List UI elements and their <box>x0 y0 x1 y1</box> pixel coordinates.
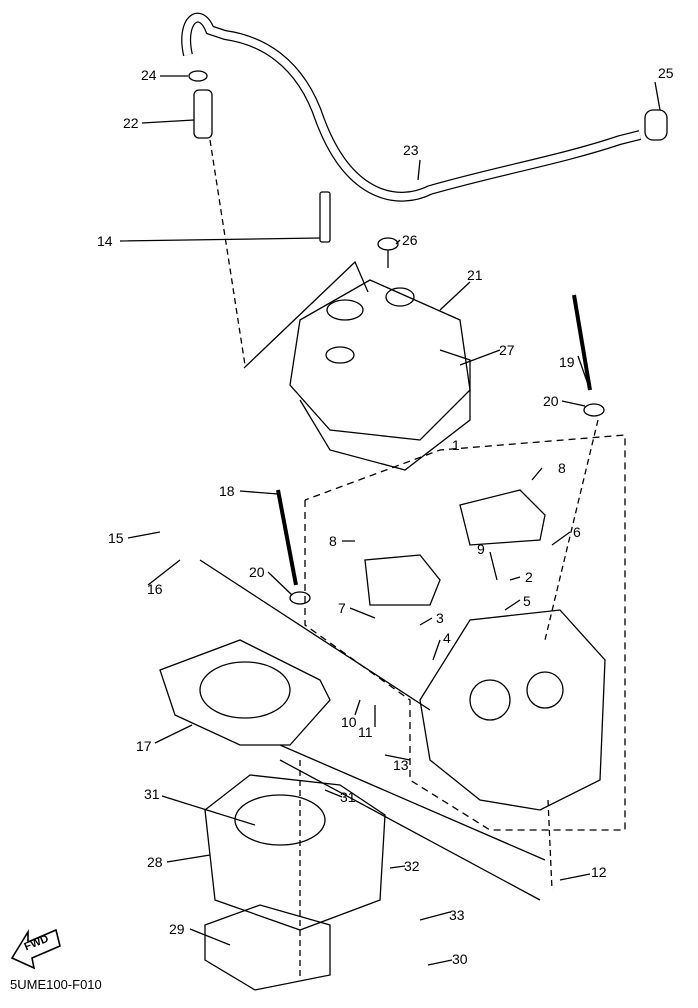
cylinder-head-gasket <box>159 639 331 746</box>
fwd-arrow-icon <box>10 928 61 970</box>
callout-1: 1 <box>452 437 460 453</box>
callout-20b: 20 <box>249 564 265 580</box>
callout-31b: 31 <box>340 789 356 805</box>
callout-5: 5 <box>523 593 531 609</box>
callout-10: 10 <box>341 714 357 730</box>
callout-8b: 8 <box>329 533 337 549</box>
callout-11: 11 <box>358 724 373 740</box>
callout-12: 12 <box>591 864 607 880</box>
diagram-code: 5UME100-F010 <box>10 977 102 992</box>
clip <box>188 70 208 82</box>
cylinder-head <box>419 609 606 811</box>
joint <box>193 89 213 139</box>
spark-plug <box>319 191 331 243</box>
cylinder-head-cover <box>289 279 471 441</box>
callout-25: 25 <box>658 65 674 81</box>
cylinder <box>204 774 386 931</box>
callout-16: 16 <box>147 581 163 597</box>
callout-27: 27 <box>499 342 515 358</box>
callout-14: 14 <box>97 233 113 249</box>
callout-28: 28 <box>147 854 163 870</box>
callout-7: 7 <box>338 600 346 616</box>
callout-19: 19 <box>559 354 575 370</box>
callout-33: 33 <box>449 907 465 923</box>
callout-2: 2 <box>525 569 533 585</box>
cover-gasket <box>299 349 471 471</box>
cylinder-gasket <box>204 904 331 991</box>
callout-22: 22 <box>123 115 139 131</box>
callout-26: 26 <box>402 232 418 248</box>
callout-31: 31 <box>144 786 160 802</box>
callout-9: 9 <box>477 541 485 557</box>
callout-18: 18 <box>219 483 235 499</box>
hose-clamp <box>644 109 668 141</box>
callout-17: 17 <box>136 738 152 754</box>
callout-6: 6 <box>573 524 581 540</box>
callout-23: 23 <box>403 142 419 158</box>
callout-29: 29 <box>169 921 185 937</box>
callout-21: 21 <box>467 267 483 283</box>
callout-24: 24 <box>141 67 157 83</box>
callout-4: 4 <box>443 630 451 646</box>
assembly-boundary <box>304 434 626 831</box>
callout-15: 15 <box>108 530 124 546</box>
callout-20: 20 <box>543 393 559 409</box>
callout-32: 32 <box>404 858 420 874</box>
callout-13: 13 <box>393 757 409 773</box>
callout-3: 3 <box>436 610 444 626</box>
callout-8: 8 <box>558 460 566 476</box>
callout-30: 30 <box>452 951 468 967</box>
